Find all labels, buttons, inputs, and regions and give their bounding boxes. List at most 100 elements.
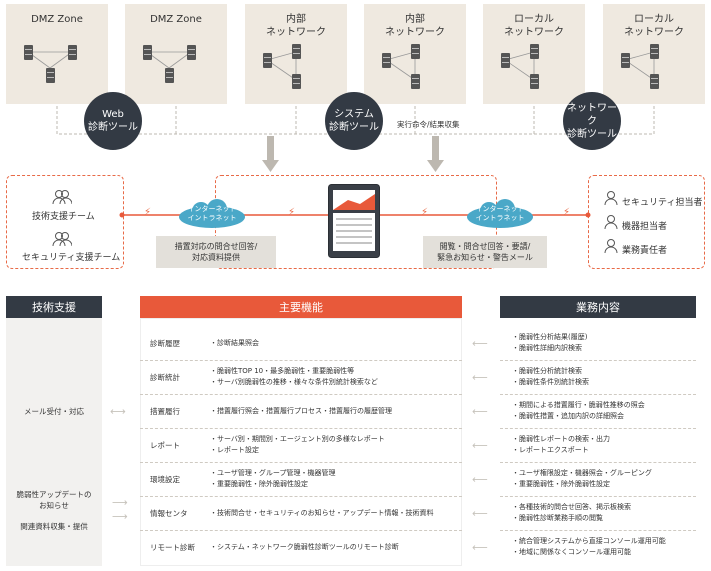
arrow-right: ⟶ (112, 496, 128, 509)
server-icon (187, 45, 196, 60)
server-icon (143, 45, 152, 60)
security-support-team: セキュリティ支援チーム (22, 253, 121, 263)
arrow-left: ⟵ (472, 405, 488, 418)
server-icon (530, 44, 539, 59)
function-name: 環境設定 (150, 474, 180, 484)
zone-label: DMZ Zone (31, 14, 83, 25)
cloud-label: インターネット イントラネット (187, 205, 237, 222)
zone-dmz-2: DMZ Zone (125, 4, 227, 104)
business-line: ・脆弱性レポートの検索・出力 (512, 435, 610, 443)
function-desc: ・システム・ネットワーク脆弱性診断ツールのリモート診断 (210, 530, 399, 564)
person-icon (604, 238, 618, 258)
function-name: 情報センタ (150, 508, 188, 518)
business-line: ・各種技術的問合せ回答、掲示板検索 (512, 503, 631, 511)
internet-cloud-right: インターネット イントラネット (465, 199, 535, 229)
business-line: ・ユーザ権限設定・機器照会・グルーピング (512, 469, 652, 477)
cloud-label: インターネット イントラネット (475, 205, 525, 222)
function-desc: ・脆弱性TOP 10・最多脆弱性・重要脆弱性等・サーバ別脆弱性の推移・様々な条件… (210, 360, 378, 394)
desc-line: ・サーバ別・期間別・エージェント別の多様なレポート (210, 435, 385, 443)
response-label: 措置対応の問合せ回答/ 対応資料提供 (156, 236, 276, 268)
desc-line: ・重要脆弱性・除外脆弱性設定 (210, 480, 308, 488)
arrow-left: ⟵ (472, 507, 488, 520)
person-group-icon (52, 231, 73, 251)
server-icon (411, 44, 420, 59)
zone-label: 内部 ネットワーク (266, 14, 326, 38)
desc-line: ・脆弱性TOP 10・最多脆弱性・重要脆弱性等 (210, 367, 355, 375)
server-icon (263, 53, 272, 68)
security-staff: セキュリティ担当者 (622, 198, 703, 208)
business-line: ・脆弱性詳細内訳検索 (512, 344, 582, 352)
internet-cloud-left: インターネット イントラネット (177, 199, 247, 229)
server-icon (621, 53, 630, 68)
arrow-left: ⟵ (472, 473, 488, 486)
system-diagnostic-tool: システム 診断ツール (325, 92, 383, 150)
business-line: ・脆弱性条件別統計検索 (512, 378, 589, 386)
server-icon (501, 53, 510, 68)
business-line: ・脆弱性措置・追加内訳の詳細照会 (512, 412, 624, 420)
person-icon (604, 190, 618, 210)
function-desc: ・サーバ別・期間別・エージェント別の多様なレポート・レポート設定 (210, 428, 385, 462)
function-row: リモート診断 ・システム・ネットワーク脆弱性診断ツールのリモート診断 (140, 530, 462, 564)
server-icon (530, 74, 539, 89)
right-staff-box (588, 175, 705, 269)
business-text: ・各種技術的問合せ回答、掲示板検索・脆弱性診断業務手順の閲覧 (512, 496, 631, 530)
arrow-left: ⟵ (472, 371, 488, 384)
function-row: 措置履行 ・措置履行照会・措置履行プロセス・措置履行の履歴管理 (140, 394, 462, 429)
functions-panel (140, 318, 462, 566)
signal-icon: ⚡ (421, 207, 429, 218)
arrow-left: ⟵ (472, 439, 488, 452)
function-name: レポート (150, 440, 180, 450)
signal-icon: ⚡ (288, 207, 296, 218)
server-icon (382, 53, 391, 68)
function-name: リモート診断 (150, 542, 195, 552)
function-name: 診断履歴 (150, 338, 180, 348)
desc-line: ・サーバ別脆弱性の推移・様々な条件別統計検索など (210, 378, 378, 386)
tech-support-header: 技術支援 (6, 296, 102, 318)
business-row: ・ユーザ権限設定・機器照会・グルーピング・重要脆弱性・除外脆弱性設定 (500, 462, 696, 497)
business-text: ・ユーザ権限設定・機器照会・グルーピング・重要脆弱性・除外脆弱性設定 (512, 462, 652, 496)
server-icon (165, 68, 174, 83)
desc-line: ・ユーザ管理・グループ管理・機器管理 (210, 469, 336, 477)
server-icon (650, 44, 659, 59)
network-diagnostic-tool: ネットワーク 診断ツール (563, 92, 621, 150)
function-row: 環境設定 ・ユーザ管理・グループ管理・機器管理・重要脆弱性・除外脆弱性設定 (140, 462, 462, 497)
business-line: ・統合管理システムから直接コンソール運用可能 (512, 537, 666, 545)
person-group-icon (52, 189, 73, 209)
business-line: ・脆弱性分析結果(履歴) (512, 333, 588, 341)
zone-label: ローカル ネットワーク (624, 14, 684, 38)
business-row: ・脆弱性分析結果(履歴) ・脆弱性詳細内訳検索 (500, 326, 696, 361)
desc-line: ・措置履行照会・措置履行プロセス・措置履行の履歴管理 (210, 406, 392, 415)
signal-icon: ⚡ (563, 207, 571, 218)
web-diagnostic-tool: Web 診断ツール (84, 92, 142, 150)
business-text: ・統合管理システムから直接コンソール運用可能・地域に関係なくコンソール運用可能 (512, 530, 666, 564)
desc-line: ・システム・ネットワーク脆弱性診断ツールのリモート診断 (210, 542, 399, 551)
cloud-icon (467, 199, 533, 228)
left-right-arrow: ⟷ (110, 405, 126, 418)
business-manager: 業務責任者 (622, 246, 668, 256)
tech-support-panel (6, 318, 102, 566)
business-row: ・各種技術的問合せ回答、掲示板検索・脆弱性診断業務手順の閲覧 (500, 496, 696, 531)
server-icon (292, 44, 301, 59)
business-line: ・脆弱性診断業務手順の閲覧 (512, 514, 603, 522)
arrow-left: ⟵ (472, 337, 488, 350)
zone-dmz-1: DMZ Zone (6, 4, 108, 104)
desc-line: ・診断結果照会 (210, 338, 259, 347)
desc-line: ・レポート設定 (210, 446, 259, 454)
function-row: レポート ・サーバ別・期間別・エージェント別の多様なレポート・レポート設定 (140, 428, 462, 463)
server-icon (411, 74, 420, 89)
cloud-icon (179, 199, 245, 228)
business-line: ・脆弱性分析統計検索 (512, 367, 582, 375)
business-text: ・脆弱性分析統計検索・脆弱性条件別統計検索 (512, 360, 589, 394)
arrow-left: ⟵ (472, 541, 488, 554)
arrow-right: ⟶ (112, 510, 128, 523)
update-notice-item: 脆弱性アップデートの お知らせ (16, 490, 92, 510)
function-row: 診断統計 ・脆弱性TOP 10・最多脆弱性・重要脆弱性等・サーバ別脆弱性の推移・… (140, 360, 462, 395)
business-line: ・期間による措置履行・脆弱性推移の照会 (512, 401, 645, 409)
business-line: ・重要脆弱性・除外脆弱性設定 (512, 480, 610, 488)
server-icon (68, 45, 77, 60)
desc-line: ・技術問合せ・セキュリティのお知らせ・アップデート情報・技術資料 (210, 508, 434, 517)
zone-label: 内部 ネットワーク (385, 14, 445, 38)
business-header: 業務内容 (500, 296, 696, 318)
person-icon (604, 214, 618, 234)
inquiry-label: 閲覧・問合せ回答・要請/ 緊急お知らせ・警告メール (423, 236, 547, 268)
